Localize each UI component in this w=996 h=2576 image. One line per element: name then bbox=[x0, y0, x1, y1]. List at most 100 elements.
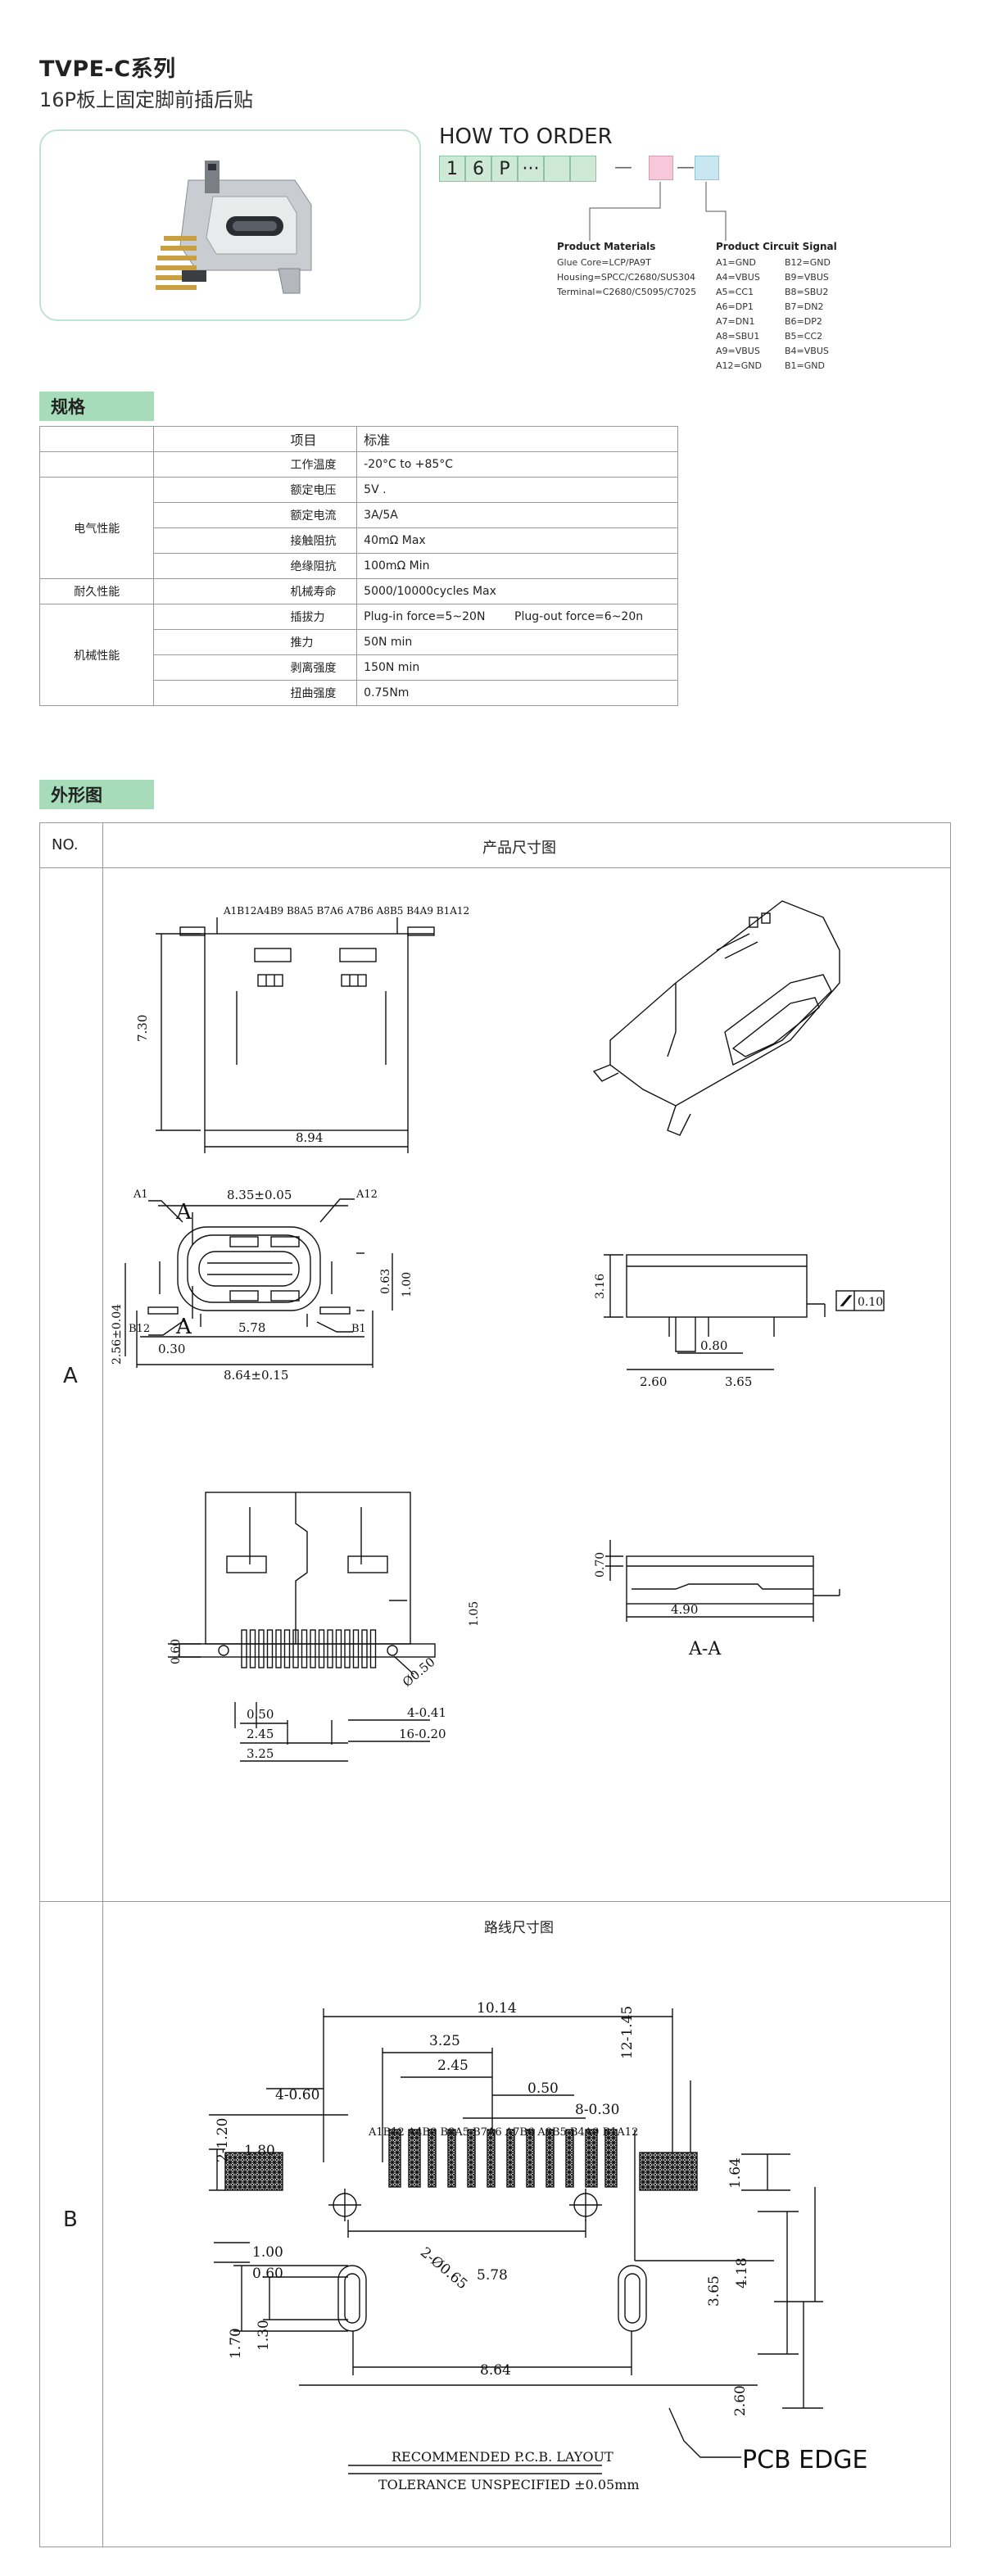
table-row: 额定电流 3A/5A bbox=[40, 502, 678, 528]
circuit-signal-item: A5=CC1 bbox=[716, 287, 754, 297]
dim-316: 3.16 bbox=[594, 1274, 607, 1299]
product-materials-line: Glue Core=LCP/PA9T bbox=[557, 257, 651, 268]
dim-490: 4.90 bbox=[671, 1602, 698, 1617]
contact-pin bbox=[344, 1629, 351, 1668]
table-row: 剥离强度 150N min bbox=[40, 654, 678, 681]
contact-pin bbox=[266, 1629, 274, 1668]
dim-070: 0.70 bbox=[594, 1552, 607, 1578]
contact-pin bbox=[361, 1629, 368, 1668]
pcb-pad bbox=[388, 2129, 401, 2188]
col-title-header: 产品尺寸图 bbox=[482, 840, 556, 857]
product-series-title: TVPE-C系列 bbox=[39, 57, 176, 82]
circuit-signal-item: B9=VBUS bbox=[785, 272, 829, 283]
spec-group-durability: 耐久性能 bbox=[38, 578, 155, 604]
circuit-signal-item: B7=DN2 bbox=[785, 301, 824, 312]
dim-060: 0.60 bbox=[170, 1639, 183, 1664]
spec-header-item: 项目 bbox=[153, 426, 358, 452]
pcb-pad bbox=[506, 2129, 515, 2188]
dim-4041: 4-0.41 bbox=[407, 1705, 446, 1720]
table-row: 接触阻抗 40mΩ Max bbox=[40, 527, 678, 554]
order-code-cell bbox=[544, 156, 570, 182]
dim-325: 3.25 bbox=[247, 1746, 274, 1761]
dim-578: 5.78 bbox=[238, 1320, 265, 1335]
circuit-signal-item: A4=VBUS bbox=[716, 272, 760, 283]
product-circuit-signal-title: Product Circuit Signal bbox=[716, 241, 837, 252]
contact-pin bbox=[327, 1629, 333, 1668]
table-row: 扭曲强度 0.75Nm bbox=[40, 680, 678, 706]
circuit-signal-item: A1=GND bbox=[716, 257, 756, 268]
contact-pin bbox=[258, 1629, 265, 1668]
materials-code-box bbox=[649, 156, 673, 180]
contact-pin bbox=[241, 1629, 247, 1668]
spec-group-electrical: 电气性能 bbox=[38, 477, 155, 579]
bottom-view bbox=[168, 1492, 436, 1762]
circuit-signal-item: B4=VBUS bbox=[785, 346, 829, 356]
side-view bbox=[604, 1254, 885, 1370]
spec-header-standard: 标准 bbox=[356, 426, 678, 452]
outline-section-tag: 外形图 bbox=[39, 780, 154, 809]
section-aa-view bbox=[605, 1540, 840, 1622]
dim-080: 0.80 bbox=[700, 1338, 727, 1353]
drawing-b bbox=[209, 2008, 823, 2474]
circuit-signal-item: A8=SBU1 bbox=[716, 331, 760, 342]
circuit-signal-item: B12=GND bbox=[785, 257, 831, 268]
front-view bbox=[124, 1198, 393, 1368]
pcb-pad bbox=[447, 2129, 456, 2188]
circuit-signal-item: A6=DP1 bbox=[716, 301, 754, 312]
circuit-signal-item: B8=SBU2 bbox=[785, 287, 829, 297]
contact-pin bbox=[301, 1629, 308, 1668]
pcb-pad bbox=[467, 2129, 476, 2188]
dim-864: 8.64±0.15 bbox=[224, 1368, 288, 1383]
product-materials-title: Product Materials bbox=[557, 241, 656, 252]
dim-730: 7.30 bbox=[135, 1015, 150, 1042]
table-row: 耐久性能 机械寿命 5000/10000cycles Max bbox=[38, 578, 678, 604]
order-dash-1: — bbox=[614, 157, 632, 178]
dim-365: 3.65 bbox=[725, 1374, 752, 1389]
dim-063: 0.63 bbox=[379, 1269, 392, 1294]
contact-pin bbox=[369, 1629, 377, 1668]
pcb-pad bbox=[428, 2129, 437, 2188]
drawing-a: A1B12A4B9 B8A5 B7A6 A7B6 A8B5 B4A9 B1A12… bbox=[111, 900, 885, 1762]
pcb-pad bbox=[546, 2129, 555, 2188]
order-code-cell bbox=[570, 156, 596, 182]
order-code-cells: 1 6 P ··· bbox=[439, 156, 596, 182]
dim-phi050: Ø0.50 bbox=[400, 1655, 438, 1690]
contact-pin bbox=[310, 1629, 316, 1668]
label-b1: B1 bbox=[351, 1323, 366, 1335]
dim-105: 1.05 bbox=[468, 1601, 481, 1627]
order-code-cell: 6 bbox=[465, 156, 491, 182]
table-row: 绝缘阻抗 100mΩ Min bbox=[40, 553, 678, 579]
circuit-signal-item: B1=GND bbox=[785, 360, 825, 371]
section-aa-label: A-A bbox=[688, 1639, 722, 1659]
product-materials-line: Terminal=C2680/C5095/C7025 bbox=[557, 287, 697, 297]
product-photo bbox=[39, 129, 421, 321]
order-code-cell: ··· bbox=[518, 156, 544, 182]
order-code-cell: 1 bbox=[439, 156, 465, 182]
col-no-header: NO. bbox=[52, 836, 79, 853]
pcb-pad bbox=[565, 2129, 574, 2188]
contact-pin bbox=[335, 1629, 342, 1668]
section-marker-top: A bbox=[175, 1200, 192, 1225]
iso-view bbox=[592, 900, 840, 1136]
contact-pin bbox=[249, 1629, 256, 1668]
pcb-pad bbox=[604, 2129, 618, 2188]
spec-table-header: 项目 标准 bbox=[38, 426, 678, 452]
flatness-tolerance: 0.10 bbox=[858, 1296, 883, 1309]
top-view bbox=[156, 917, 435, 1153]
dim-030: 0.30 bbox=[158, 1342, 185, 1356]
circuit-code-box bbox=[695, 156, 719, 180]
spec-table: 项目 标准 工作温度 -20°C to +85°C 电气性能 额定电压 5V .… bbox=[38, 426, 678, 706]
how-to-order-heading: HOW TO ORDER bbox=[439, 124, 613, 149]
circuit-signal-item: A12=GND bbox=[716, 360, 762, 371]
dim-260: 2.60 bbox=[640, 1374, 667, 1389]
circuit-signal-item: A7=DN1 bbox=[716, 316, 755, 327]
contact-pin bbox=[318, 1629, 325, 1668]
label-a12: A12 bbox=[355, 1188, 378, 1201]
circuit-signal-item: A9=VBUS bbox=[716, 346, 760, 356]
contact-pin bbox=[292, 1629, 299, 1668]
table-row: 工作温度 -20°C to +85°C bbox=[38, 451, 678, 478]
pcb-pad bbox=[487, 2129, 496, 2188]
pin-labels-top: A1B12A4B9 B8A5 B7A6 A7B6 A8B5 B4A9 B1A12 bbox=[223, 905, 469, 917]
row-a-label: A bbox=[63, 1364, 78, 1388]
spec-section-tag: 规格 bbox=[39, 392, 154, 421]
